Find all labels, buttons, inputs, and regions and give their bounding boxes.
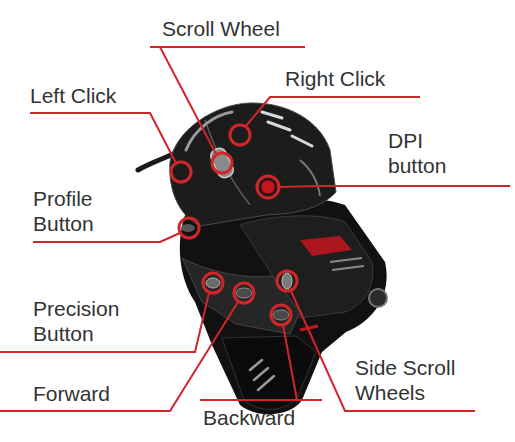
panel-lines — [330, 258, 364, 270]
button-split — [205, 120, 250, 205]
part-label: Forward — [33, 381, 153, 406]
callout-circle — [234, 283, 254, 303]
leader-lines — [0, 47, 510, 411]
backward-button — [273, 310, 289, 320]
red-accent — [300, 236, 352, 256]
callout-circle — [212, 153, 232, 173]
forward-button — [236, 288, 252, 298]
leader-line — [280, 186, 510, 187]
callout-circles — [171, 125, 297, 325]
scroll-wheel — [208, 146, 235, 180]
precision-button — [206, 278, 220, 288]
dpi-button — [261, 180, 275, 194]
part-label: Side Scroll Wheels — [355, 355, 473, 405]
leader-line — [246, 97, 420, 126]
callout-circle — [171, 162, 191, 182]
part-label: Profile Button — [33, 186, 145, 236]
base-marks — [250, 360, 274, 390]
callout-circle — [203, 273, 223, 293]
part-label: Precision Button — [33, 296, 145, 346]
callout-circle — [230, 125, 250, 145]
profile-button — [181, 224, 195, 232]
leader-line — [291, 291, 475, 411]
gloss-highlight — [300, 160, 320, 196]
adjustment-knob — [369, 289, 387, 307]
part-label: DPI button — [388, 128, 462, 178]
side-scroll-wheel — [282, 273, 292, 289]
callout-circle — [271, 305, 291, 325]
callout-circle — [257, 176, 279, 198]
callout-circle — [277, 271, 297, 291]
leader-line — [0, 293, 209, 352]
part-label: Backward — [203, 405, 333, 430]
thumb-side — [182, 258, 300, 334]
callout-circle — [179, 218, 199, 238]
leader-line — [30, 113, 176, 163]
base-rest — [222, 336, 316, 409]
part-label: Scroll Wheel — [162, 16, 322, 41]
part-label: Left Click — [30, 83, 170, 108]
part-label: Right Click — [285, 66, 435, 91]
mouse-top-shell — [170, 103, 336, 226]
leader-line — [150, 47, 305, 154]
leader-line — [200, 325, 322, 400]
gloss-highlight — [186, 112, 232, 150]
gloss-stripes — [262, 112, 312, 146]
